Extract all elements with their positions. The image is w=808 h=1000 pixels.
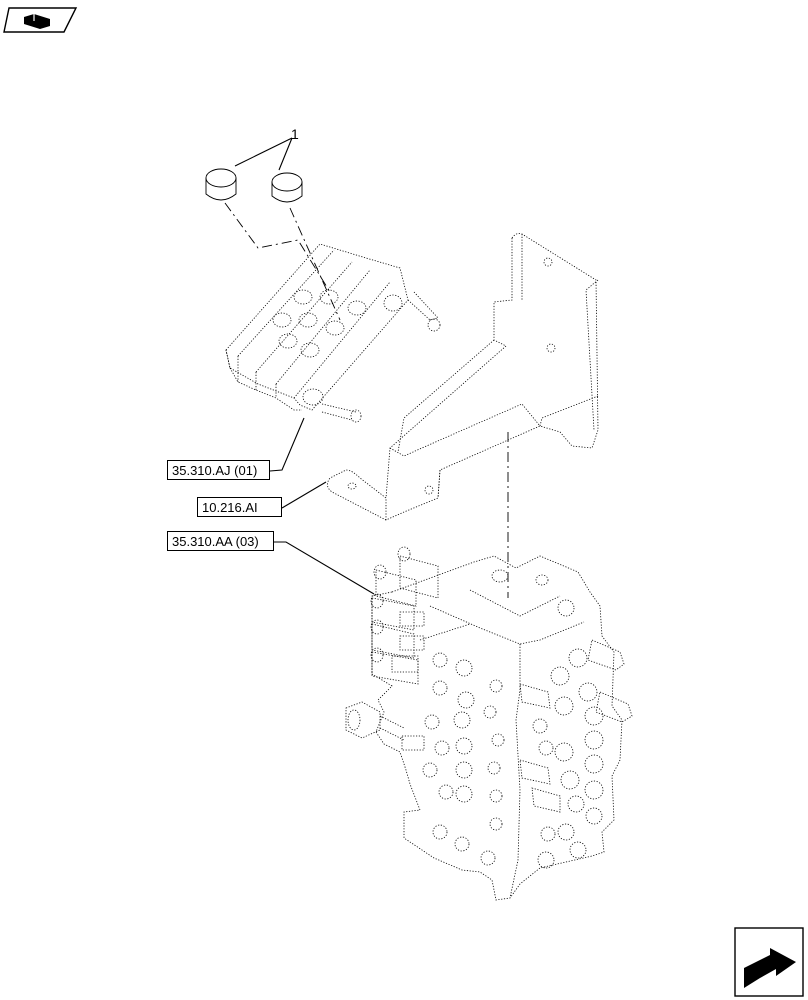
next-page-arrow-icon[interactable]: [734, 927, 804, 997]
ref-10-216-ai[interactable]: 10.216.AI: [197, 497, 282, 517]
item-number-1: 1: [291, 126, 299, 142]
ref-35-310-aa-03[interactable]: 35.310.AA (03): [167, 531, 274, 551]
book-icon[interactable]: [3, 7, 78, 33]
ref-35-310-aj-01[interactable]: 35.310.AJ (01): [167, 460, 270, 480]
caps-group: [205, 168, 303, 203]
joystick-block: [225, 243, 409, 411]
bracket: [327, 233, 599, 521]
control-valve: [345, 546, 633, 901]
